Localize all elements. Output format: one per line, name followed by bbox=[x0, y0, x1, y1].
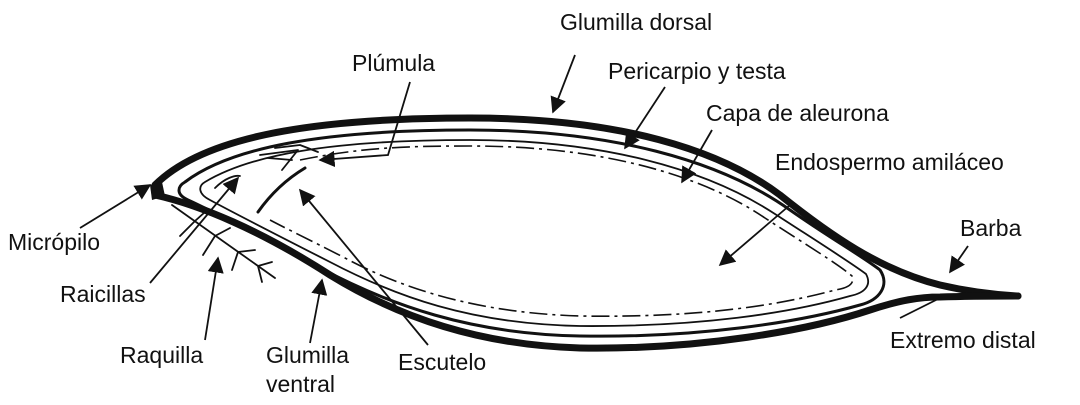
aleurona-outline bbox=[200, 140, 868, 326]
label-plumula: Plúmula bbox=[352, 50, 435, 76]
label-raquilla: Raquilla bbox=[120, 342, 203, 368]
label-extremo-distal: Extremo distal bbox=[890, 327, 1036, 353]
label-capa-aleurona: Capa de aleurona bbox=[706, 100, 889, 126]
escutelo-shape bbox=[258, 168, 305, 212]
label-micropilo: Micrópilo bbox=[8, 229, 100, 255]
label-endospermo: Endospermo amiláceo bbox=[775, 149, 1004, 175]
leader-glumilla-ventral bbox=[310, 280, 322, 343]
label-glumilla-ventral-2: ventral bbox=[266, 371, 335, 397]
leader-barba bbox=[950, 246, 968, 272]
label-barba: Barba bbox=[960, 215, 1022, 241]
label-raicillas: Raicillas bbox=[60, 281, 146, 307]
leader-endospermo bbox=[720, 205, 790, 265]
label-glumilla-ventral-1: Glumilla bbox=[266, 342, 349, 368]
label-glumilla-dorsal: Glumilla dorsal bbox=[560, 9, 712, 35]
leader-micropilo bbox=[80, 185, 150, 228]
label-escutelo: Escutelo bbox=[398, 349, 486, 375]
leader-glumilla-dorsal bbox=[553, 55, 575, 112]
label-pericarpio-testa: Pericarpio y testa bbox=[608, 58, 786, 84]
embryo-axis bbox=[215, 176, 240, 188]
leader-raquilla bbox=[205, 258, 218, 340]
